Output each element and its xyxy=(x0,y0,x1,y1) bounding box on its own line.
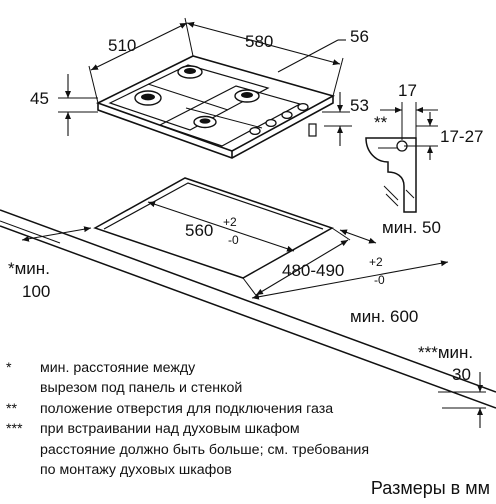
pan-support-left xyxy=(108,64,270,131)
fixing-bracket-detail: 17 ** 17-27 xyxy=(365,81,483,213)
cutout-inner-edge xyxy=(103,182,324,230)
dimension-min-30-value: 30 xyxy=(452,365,471,384)
dimension-45-label: 45 xyxy=(30,89,49,108)
bracket-range-label: 17-27 xyxy=(440,127,483,146)
bracket-marker: ** xyxy=(374,113,388,132)
gas-connection-pipe xyxy=(308,123,317,137)
dimension-53: 53 xyxy=(322,92,369,146)
dimension-min-100-label: *мин. xyxy=(8,259,50,278)
dimension-580-label: 580 xyxy=(245,32,273,51)
burner-back-right xyxy=(234,89,260,103)
dimension-510: 510 xyxy=(88,17,194,104)
dimension-560-tol-minus: -0 xyxy=(228,233,239,247)
footnote-3-line-1: при встраивании над духовым шкафом xyxy=(40,421,300,438)
footnote-2-mark: ** xyxy=(6,400,18,417)
footnote-2-line-1: положение отверстия для подключения газа xyxy=(40,400,334,417)
dimension-min-600: мин. 600 xyxy=(251,260,449,326)
dimension-min-600-label: мин. 600 xyxy=(350,307,418,326)
footnotes: * мин. расстояние между вырезом под пане… xyxy=(6,358,492,480)
dimension-560: 560 +2 -0 xyxy=(147,201,295,252)
dimension-min-50-label: мин. 50 xyxy=(382,218,441,237)
dimension-min-100-value: 100 xyxy=(22,282,50,301)
dimension-min-30-label: ***мин. xyxy=(418,343,473,362)
dimension-560-label: 560 xyxy=(185,221,213,240)
dimension-580: 580 xyxy=(186,21,344,97)
dimension-53-label: 53 xyxy=(350,96,369,115)
dimension-min-30: ***мин. 30 xyxy=(418,343,486,428)
footnote-3-line-2: расстояние должно быть больше; см. требо… xyxy=(40,441,370,458)
burner-front-left xyxy=(134,90,162,106)
footnote-1: * мин. расстояние между вырезом под пане… xyxy=(6,358,492,399)
dimension-510-label: 510 xyxy=(108,36,136,55)
footnote-1-line-1: мин. расстояние между xyxy=(40,360,196,376)
burner-back-left xyxy=(177,65,203,79)
gas-hob xyxy=(95,55,336,159)
dimension-480-490-tol-plus: +2 xyxy=(369,255,383,269)
dimension-45: 45 xyxy=(30,74,98,136)
footnote-3: *** при встраивании над духовым шкафом р… xyxy=(6,419,492,480)
units-label: Размеры в мм xyxy=(370,478,490,498)
dimension-min-50: мин. 50 xyxy=(339,218,441,244)
dimension-560-tol-plus: +2 xyxy=(223,215,237,229)
bracket-profile xyxy=(365,137,417,213)
bracket-17-label: 17 xyxy=(398,81,417,100)
control-knobs xyxy=(249,102,309,136)
footnote-2: ** положение отверстия для подключения г… xyxy=(6,399,492,419)
footnote-3-line-3: по монтажу духовых шкафов xyxy=(40,462,232,479)
footnote-1-line-2: вырезом под панель и стенкой xyxy=(40,380,243,397)
dimension-56-label: 56 xyxy=(350,27,369,46)
dimension-480-490-label: 480-490 xyxy=(282,261,344,280)
footnote-3-mark: *** xyxy=(6,421,23,438)
burner-front-right xyxy=(193,115,217,129)
dimension-min-100: *мин. 100 xyxy=(8,226,92,301)
dimension-56: 56 xyxy=(277,27,369,73)
footnote-1-mark: * xyxy=(6,360,12,376)
worktop-front-edge xyxy=(0,225,496,409)
